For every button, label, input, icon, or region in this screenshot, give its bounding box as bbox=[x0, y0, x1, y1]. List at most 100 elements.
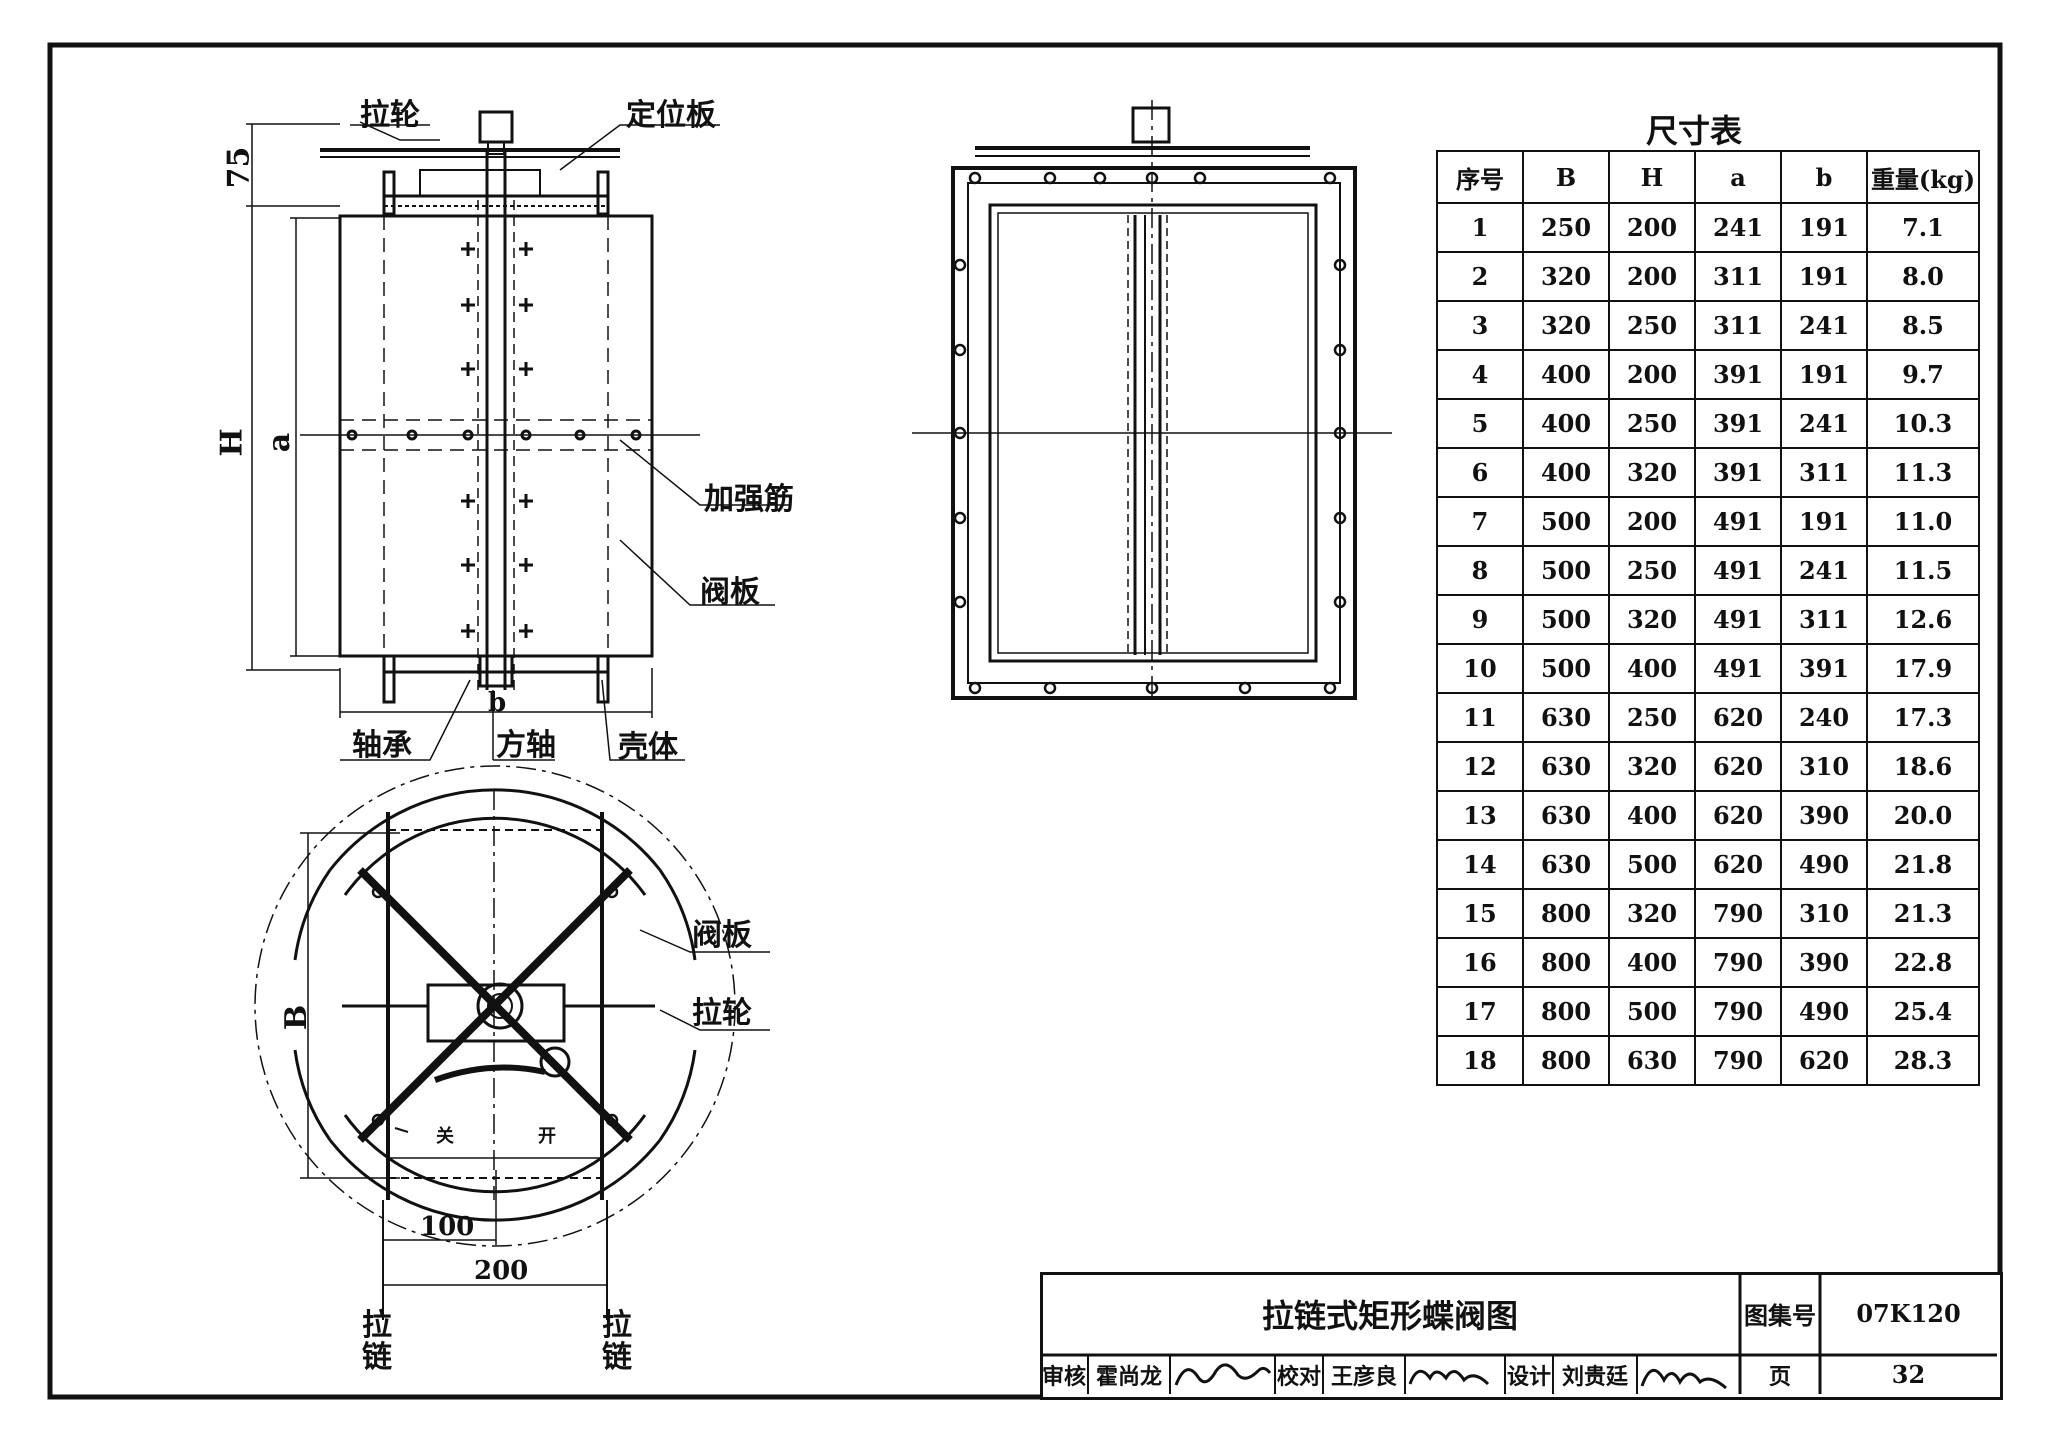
page-label: 页 bbox=[1768, 1363, 1791, 1390]
table-cell: 191 bbox=[1780, 251, 1868, 302]
table-cell: 491 bbox=[1694, 496, 1782, 547]
table-cell: 630 bbox=[1522, 692, 1610, 743]
table-cell: 200 bbox=[1608, 251, 1696, 302]
table-cell: 311 bbox=[1694, 300, 1782, 351]
front-view-bolts bbox=[346, 242, 642, 638]
table-cell: 630 bbox=[1522, 741, 1610, 792]
table-cell: 400 bbox=[1608, 937, 1696, 988]
table-cell: 320 bbox=[1608, 741, 1696, 792]
table-cell: 320 bbox=[1608, 447, 1696, 498]
table-cell: 630 bbox=[1608, 1035, 1696, 1086]
table-cell: 240 bbox=[1780, 692, 1868, 743]
table-cell: 6 bbox=[1436, 447, 1524, 498]
label-dim-b: b bbox=[488, 688, 507, 718]
table-cell: 500 bbox=[1522, 594, 1610, 645]
table-cell: 320 bbox=[1608, 594, 1696, 645]
table-cell: 15 bbox=[1436, 888, 1524, 939]
table-cell: 320 bbox=[1608, 888, 1696, 939]
table-cell: 391 bbox=[1694, 447, 1782, 498]
label-jia-qiang-jin: 加强筋 bbox=[704, 482, 794, 517]
table-cell: 400 bbox=[1522, 398, 1610, 449]
table-title: 尺寸表 bbox=[1646, 112, 1743, 150]
table-cell: 620 bbox=[1780, 1035, 1868, 1086]
table-cell: 241 bbox=[1780, 398, 1868, 449]
table-cell: 11 bbox=[1436, 692, 1524, 743]
table-cell: 21.8 bbox=[1866, 839, 1980, 890]
table-cell: 12.6 bbox=[1866, 594, 1980, 645]
table-cell: 500 bbox=[1522, 496, 1610, 547]
atlas-label: 图集号 bbox=[1744, 1301, 1816, 1330]
table-cell: 5 bbox=[1436, 398, 1524, 449]
table-cell: 13 bbox=[1436, 790, 1524, 841]
table-header: 序号 bbox=[1436, 150, 1524, 204]
table-cell: 311 bbox=[1780, 447, 1868, 498]
table-cell: 620 bbox=[1694, 790, 1782, 841]
table-cell: 630 bbox=[1522, 790, 1610, 841]
table-cell: 1 bbox=[1436, 202, 1524, 253]
wheel-bolts bbox=[371, 885, 619, 1127]
table-cell: 250 bbox=[1608, 692, 1696, 743]
table-header: b bbox=[1780, 150, 1868, 204]
table-cell: 491 bbox=[1694, 594, 1782, 645]
table-cell: 630 bbox=[1522, 839, 1610, 890]
table-cell: 22.8 bbox=[1866, 937, 1980, 988]
table-cell: 391 bbox=[1694, 349, 1782, 400]
table-cell: 25.4 bbox=[1866, 986, 1980, 1037]
table-cell: 320 bbox=[1522, 251, 1610, 302]
table-cell: 391 bbox=[1694, 398, 1782, 449]
table-cell: 250 bbox=[1608, 398, 1696, 449]
table-cell: 18.6 bbox=[1866, 741, 1980, 792]
table-cell: 17 bbox=[1436, 986, 1524, 1037]
atlas-number: 07K120 bbox=[1856, 1299, 1961, 1328]
table-cell: 491 bbox=[1694, 643, 1782, 694]
label-dim-200: 200 bbox=[474, 1256, 529, 1286]
table-cell: 7 bbox=[1436, 496, 1524, 547]
designer-name: 刘贵廷 bbox=[1561, 1363, 1628, 1390]
table-cell: 17.3 bbox=[1866, 692, 1980, 743]
table-cell: 12 bbox=[1436, 741, 1524, 792]
table-header: 重量(kg) bbox=[1866, 150, 1980, 204]
label-la-lun-bottom: 拉轮 bbox=[692, 996, 752, 1031]
front-view bbox=[246, 110, 790, 761]
table-cell: 10 bbox=[1436, 643, 1524, 694]
table-header: a bbox=[1694, 150, 1782, 204]
table-cell: 3 bbox=[1436, 300, 1524, 351]
table-cell: 790 bbox=[1694, 937, 1782, 988]
table-cell: 191 bbox=[1780, 202, 1868, 253]
review-label: 审核 bbox=[1041, 1363, 1086, 1390]
table-cell: 790 bbox=[1694, 888, 1782, 939]
label-fang-zhou: 方轴 bbox=[496, 728, 556, 763]
table-cell: 800 bbox=[1522, 937, 1610, 988]
label-qiao-ti: 壳体 bbox=[618, 730, 678, 765]
sheet-border bbox=[47, 42, 2003, 1400]
table-cell: 500 bbox=[1608, 986, 1696, 1037]
label-dim-100: 100 bbox=[420, 1212, 475, 1242]
table-cell: 390 bbox=[1780, 937, 1868, 988]
table-cell: 11.3 bbox=[1866, 447, 1980, 498]
label-fa-ban-bottom: 阀板 bbox=[692, 918, 752, 953]
table-header: B bbox=[1522, 150, 1610, 204]
table-cell: 620 bbox=[1694, 692, 1782, 743]
table-cell: 250 bbox=[1608, 300, 1696, 351]
table-cell: 16 bbox=[1436, 937, 1524, 988]
table-cell: 491 bbox=[1694, 545, 1782, 596]
table-cell: 7.1 bbox=[1866, 202, 1980, 253]
table-cell: 620 bbox=[1694, 839, 1782, 890]
table-cell: 790 bbox=[1694, 1035, 1782, 1086]
table-cell: 191 bbox=[1780, 349, 1868, 400]
table-header-row: 序号 B H a b 重量(kg) bbox=[1436, 150, 1980, 204]
table-cell: 241 bbox=[1780, 300, 1868, 351]
table-cell: 11.5 bbox=[1866, 545, 1980, 596]
